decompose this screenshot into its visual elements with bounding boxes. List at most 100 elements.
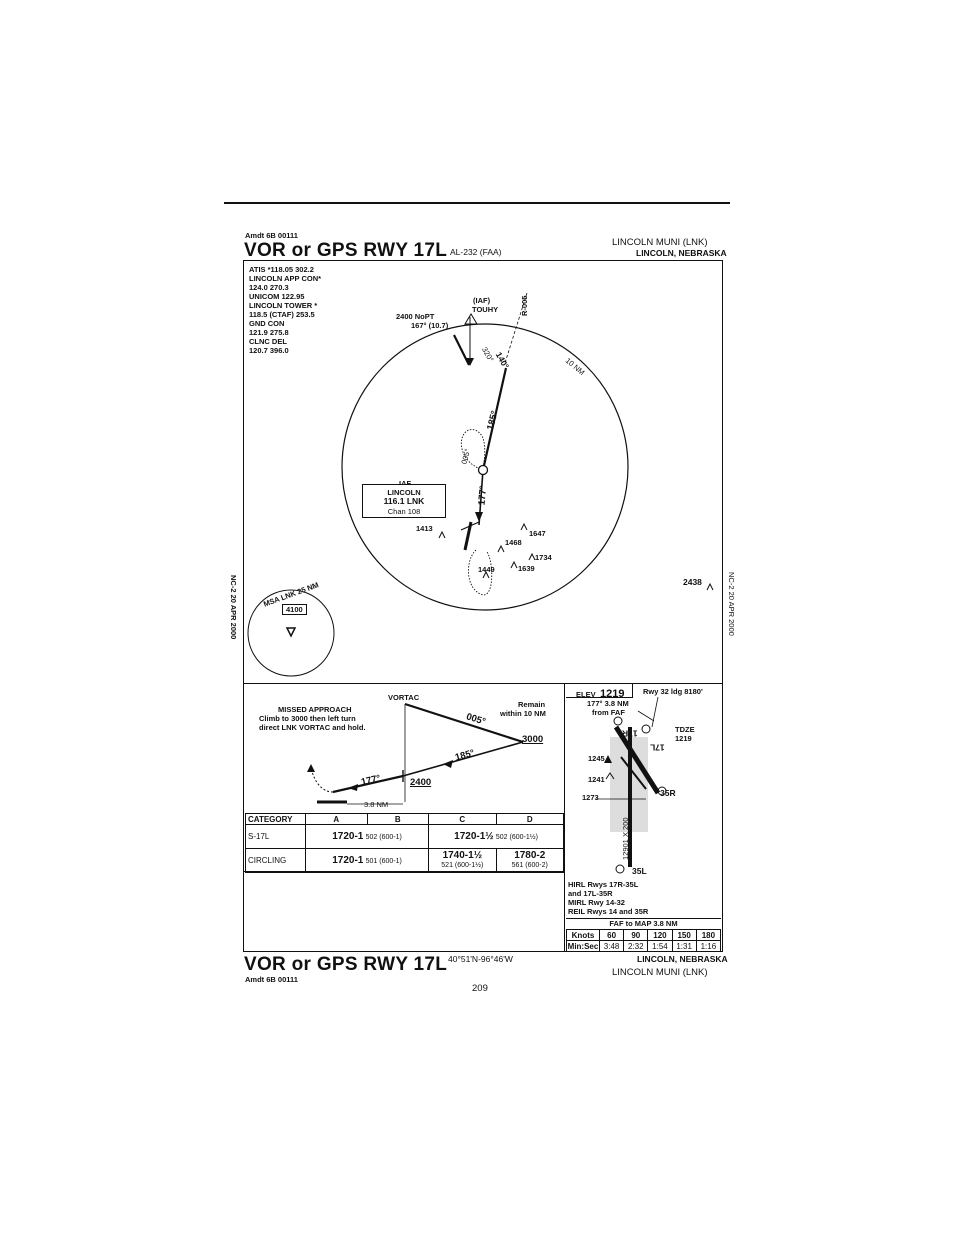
lower-blank-divider bbox=[243, 871, 564, 872]
min-value: 1740-1½ bbox=[442, 849, 483, 861]
final-177 bbox=[332, 774, 404, 794]
iaf-label: IAF bbox=[399, 479, 411, 488]
runway-17l-35r bbox=[613, 725, 661, 795]
profile-divider bbox=[564, 683, 565, 952]
procedure-title: VOR or GPS RWY 17L bbox=[244, 240, 448, 261]
comm-line: ATIS *118.05 302.2 bbox=[249, 265, 314, 274]
final-inbound-arrow bbox=[651, 697, 659, 728]
min-sub: 502 (600-1½) bbox=[495, 834, 538, 841]
comm-line: 118.5 (CTAF) 253.5 bbox=[249, 310, 315, 319]
plan-profile-divider bbox=[243, 683, 723, 684]
profile-alt-3000: 3000 bbox=[522, 734, 544, 745]
runway-35r-label: 35R bbox=[660, 788, 676, 798]
vortac-channel: Chan 108 bbox=[387, 506, 421, 516]
runway-length: 12901 X 200 bbox=[621, 817, 630, 860]
obstacle-icon bbox=[520, 522, 528, 531]
touhy-fix-icon bbox=[464, 313, 478, 325]
min-value: 1720-1 bbox=[332, 855, 364, 866]
time-cell: 3:48 bbox=[598, 940, 625, 952]
touhy-label: TOUHY bbox=[472, 305, 499, 314]
footer-city: LINCOLN, NEBRASKA bbox=[637, 954, 728, 964]
missed-arrow bbox=[307, 764, 315, 772]
al-number: AL-232 (FAA) bbox=[450, 247, 502, 257]
comm-line: 124.0 270.3 bbox=[249, 283, 289, 292]
footer-coords: 40°51'N-96°46'W bbox=[448, 954, 513, 964]
lighting-line4: REIL Rwys 14 and 35R bbox=[568, 907, 649, 916]
min-header: B bbox=[366, 813, 430, 825]
vasi-icon bbox=[641, 724, 651, 734]
runway-35l-label: 35L bbox=[632, 866, 647, 876]
speed-table: Knots 60 90 120 150 180 Min:Sec 3:48 2:3… bbox=[566, 929, 722, 952]
elev-1639: 1639 bbox=[518, 564, 535, 573]
speed-cell: 60 bbox=[598, 929, 625, 941]
tdze-label: TDZE bbox=[675, 725, 695, 734]
obstacle-icon bbox=[497, 544, 505, 553]
top-rule bbox=[224, 202, 730, 204]
speed-cell: 150 bbox=[671, 929, 697, 941]
min-value: 1780-2 bbox=[514, 849, 546, 861]
airport-diagram bbox=[596, 697, 667, 874]
comm-line: 120.7 396.0 bbox=[249, 346, 289, 355]
runway-bar bbox=[460, 521, 480, 531]
obstacle-icon bbox=[482, 570, 490, 579]
side-date-left: NC-2 20 APR 2000 bbox=[229, 575, 238, 640]
msa-vortac-icon bbox=[285, 627, 297, 638]
noPT-arrow bbox=[466, 358, 474, 366]
vortac-freq: 116.1 LNK bbox=[383, 496, 425, 506]
touhy-to-vortac bbox=[481, 367, 508, 471]
min-sub: 561 (600-2) bbox=[511, 861, 548, 869]
time-cell: 1:16 bbox=[695, 940, 722, 952]
beacon-icon bbox=[605, 772, 615, 780]
min-value: 1720-1½ bbox=[454, 831, 494, 842]
speed-label: Knots bbox=[566, 929, 600, 941]
elev-1245: 1245 bbox=[588, 754, 605, 763]
vortac-info-box: LINCOLN 116.1 LNK Chan 108 bbox=[362, 484, 446, 518]
obstacle-icon bbox=[604, 755, 612, 763]
missed-approach-line2: direct LNK VORTAC and hold. bbox=[259, 723, 366, 732]
footer-title: VOR or GPS RWY 17L bbox=[244, 954, 448, 975]
faf-distance-1: 177° 3.8 NM bbox=[587, 699, 629, 708]
radial-label: R-005 bbox=[520, 295, 529, 316]
airport-city: LINCOLN, NEBRASKA bbox=[636, 248, 727, 258]
time-cell: 2:32 bbox=[623, 940, 649, 952]
elev-2438: 2438 bbox=[683, 577, 702, 587]
speed-cell: 180 bbox=[695, 929, 722, 941]
min-row-label: S-17L bbox=[245, 824, 306, 849]
inbound-arrow bbox=[443, 760, 453, 768]
comm-line: 121.9 275.8 bbox=[249, 328, 289, 337]
plan-view bbox=[247, 292, 714, 677]
tdze-value: 1219 bbox=[675, 734, 692, 743]
inbound-185 bbox=[402, 741, 524, 777]
min-s17l-ab: 1720-1 502 (600-1) bbox=[304, 824, 430, 849]
obstacle-icon bbox=[528, 552, 536, 561]
outbound-005 bbox=[404, 702, 524, 744]
min-header: D bbox=[495, 813, 565, 825]
speed-cell: 90 bbox=[623, 929, 649, 941]
msa-altitude: 4100 bbox=[282, 604, 307, 615]
runway-17r-label: 17R bbox=[622, 728, 638, 739]
remain-line1: Remain bbox=[518, 700, 546, 709]
missed-approach-line1: Climb to 3000 then left turn bbox=[259, 714, 356, 723]
amdt-label: Amdt 6B 00111 bbox=[245, 231, 298, 240]
final-arrow bbox=[475, 512, 483, 522]
rwy32-landing: Rwy 32 ldg 8180' bbox=[643, 687, 703, 696]
elev-box: ELEV 1219 bbox=[566, 684, 633, 700]
min-sub: 502 (600-1) bbox=[365, 834, 402, 841]
profile-vortac: VORTAC bbox=[388, 693, 420, 702]
faf-to-map-title: FAF to MAP 3.8 NM bbox=[566, 918, 721, 930]
elev-label: ELEV bbox=[576, 690, 596, 699]
chart-frame bbox=[243, 260, 723, 952]
missed-hold bbox=[468, 549, 493, 596]
ten-nm-ring bbox=[341, 323, 629, 611]
faf-distance-2: from FAF bbox=[592, 708, 625, 717]
hold-vortac bbox=[460, 429, 486, 471]
min-row-label: CIRCLING bbox=[245, 848, 306, 873]
vortac-symbol bbox=[477, 464, 489, 476]
elev-value: 1219 bbox=[600, 688, 625, 700]
radial-r005 bbox=[504, 292, 528, 364]
msa-circle bbox=[247, 589, 335, 677]
minimums-table: CATEGORY A B C D S-17L 1720-1 502 (600-1… bbox=[245, 813, 565, 873]
page-number: 209 bbox=[472, 983, 488, 994]
